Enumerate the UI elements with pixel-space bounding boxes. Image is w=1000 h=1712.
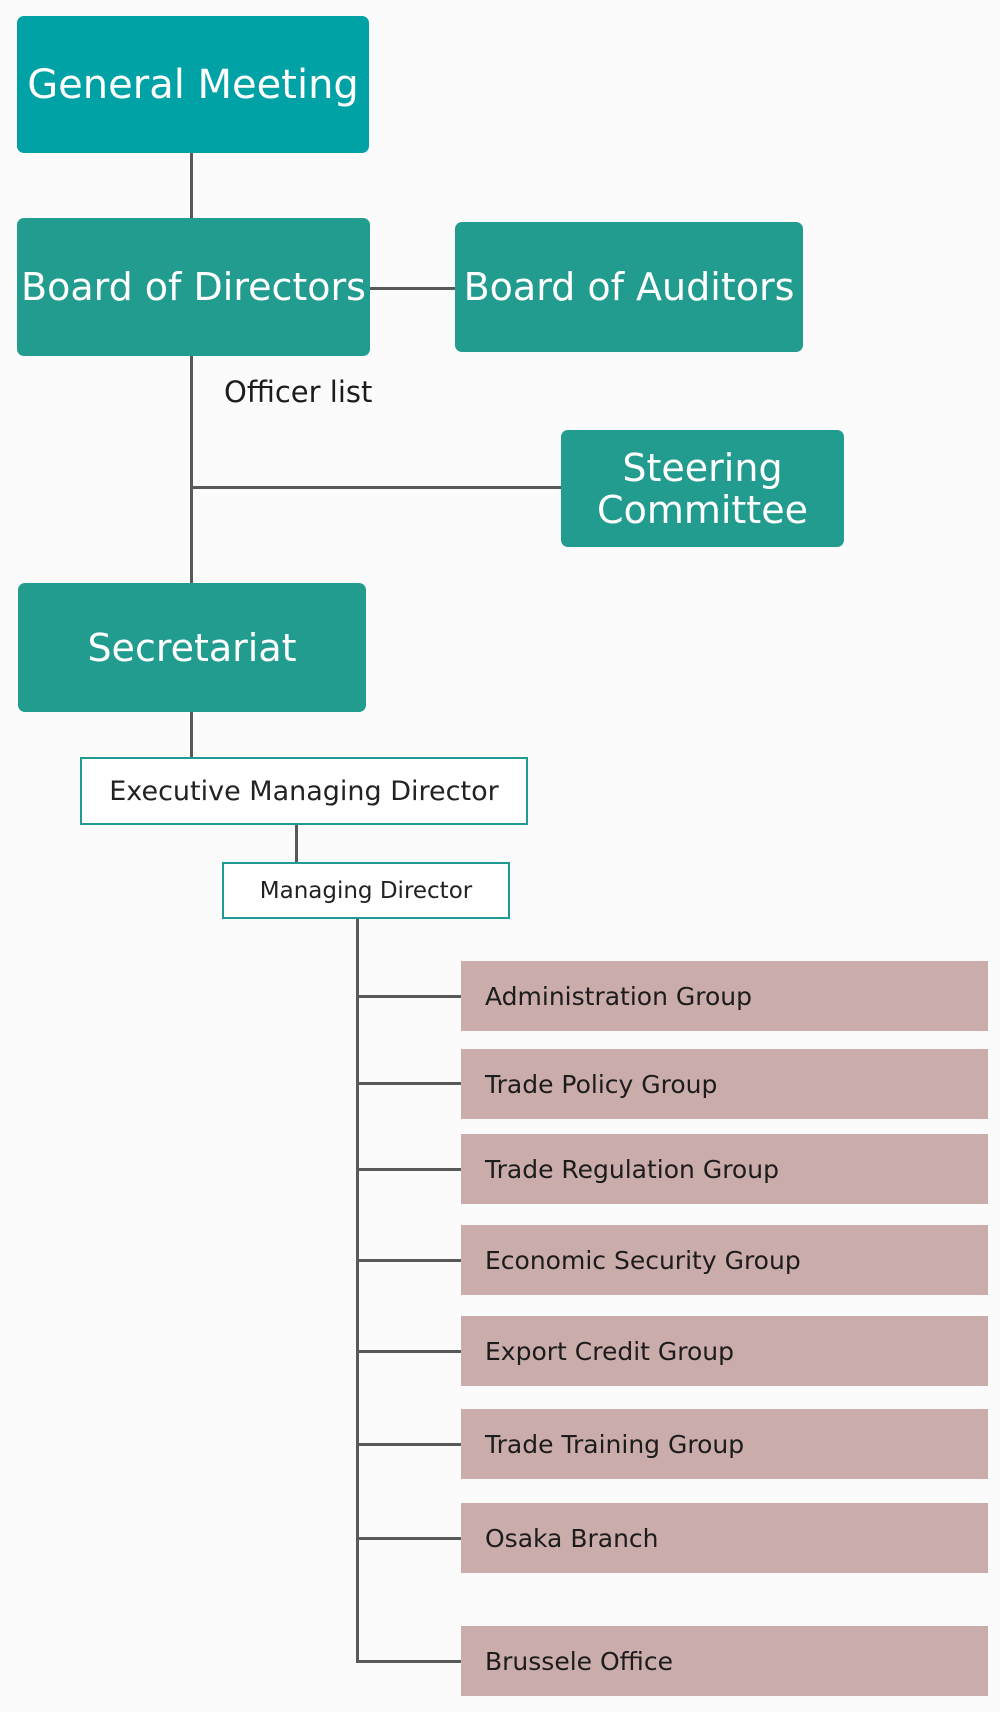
group-label: Economic Security Group bbox=[485, 1245, 801, 1275]
secretariat-box: Secretariat bbox=[18, 583, 366, 712]
steering-committee-label-line2: Committee bbox=[597, 487, 808, 532]
general-meeting-label: General Meeting bbox=[27, 61, 359, 108]
managing-director-label: Managing Director bbox=[259, 877, 473, 904]
steering-committee-label-line1: Steering bbox=[622, 445, 783, 490]
board-of-auditors-box: Board of Auditors bbox=[455, 222, 803, 352]
connector-group-branch bbox=[356, 995, 461, 998]
group-box-trade-training: Trade Training Group bbox=[461, 1409, 988, 1479]
group-box-trade-regulation: Trade Regulation Group bbox=[461, 1134, 988, 1204]
group-box-brussele-office: Brussele Office bbox=[461, 1626, 988, 1696]
group-label: Administration Group bbox=[485, 981, 752, 1011]
connector-group-branch bbox=[356, 1259, 461, 1262]
general-meeting-box: General Meeting bbox=[17, 16, 369, 153]
managing-director-box: Managing Director bbox=[222, 862, 510, 919]
connector-group-branch bbox=[356, 1443, 461, 1446]
board-of-directors-label: Board of Directors bbox=[21, 265, 366, 309]
group-label: Export Credit Group bbox=[485, 1336, 735, 1366]
board-of-directors-box: Board of Directors bbox=[17, 218, 370, 356]
connector-group-branch bbox=[356, 1660, 461, 1663]
group-label: Trade Regulation Group bbox=[485, 1154, 779, 1184]
connector-group-branch bbox=[356, 1537, 461, 1540]
executive-managing-director-label: Executive Managing Director bbox=[109, 775, 499, 807]
connector-executive-managing bbox=[295, 824, 298, 862]
connector-directors-secretariat bbox=[190, 355, 193, 585]
connector-directors-auditors bbox=[370, 287, 455, 290]
board-of-auditors-label: Board of Auditors bbox=[463, 265, 795, 309]
group-box-osaka-branch: Osaka Branch bbox=[461, 1503, 988, 1573]
group-box-administration: Administration Group bbox=[461, 961, 988, 1031]
group-box-trade-policy: Trade Policy Group bbox=[461, 1049, 988, 1119]
connector-secretariat-executive bbox=[190, 710, 193, 758]
officer-list-label: Officer list bbox=[224, 375, 373, 409]
secretariat-label: Secretariat bbox=[87, 625, 297, 670]
connector-groups-trunk bbox=[356, 918, 359, 1662]
connector-meeting-directors bbox=[190, 153, 193, 218]
steering-committee-box: Steering Committee bbox=[561, 430, 844, 547]
connector-group-branch bbox=[356, 1082, 461, 1085]
executive-managing-director-box: Executive Managing Director bbox=[80, 757, 528, 825]
connector-group-branch bbox=[356, 1350, 461, 1353]
group-label: Brussele Office bbox=[485, 1646, 673, 1676]
group-label: Trade Policy Group bbox=[485, 1069, 718, 1099]
group-box-economic-security: Economic Security Group bbox=[461, 1225, 988, 1295]
group-label: Trade Training Group bbox=[485, 1429, 745, 1459]
group-box-export-credit: Export Credit Group bbox=[461, 1316, 988, 1386]
connector-steering-committee bbox=[190, 486, 562, 489]
group-label: Osaka Branch bbox=[485, 1523, 659, 1553]
connector-group-branch bbox=[356, 1168, 461, 1171]
